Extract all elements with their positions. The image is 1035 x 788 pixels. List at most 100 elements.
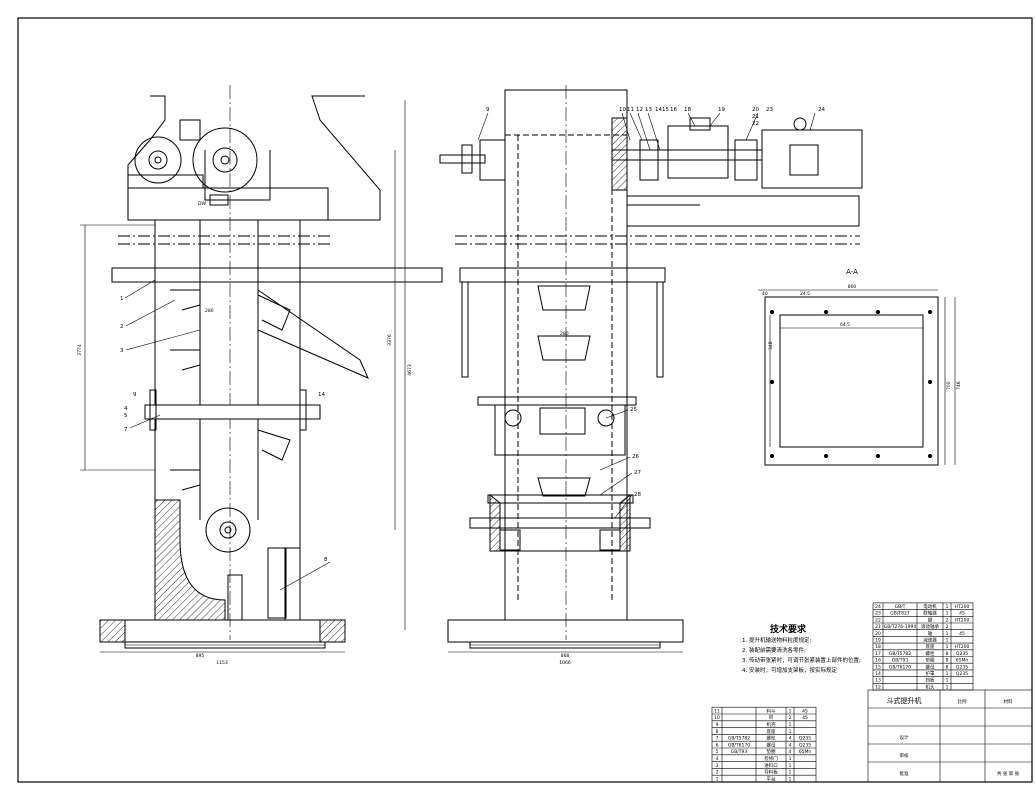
callout-side-14: 14 — [655, 107, 662, 113]
side-pitch-dim: 280 — [560, 331, 569, 337]
callout-front-7: 7 — [124, 427, 128, 433]
bom-left-row-6-col-2: 螺母 — [767, 741, 776, 748]
bom-left-row-9-col-2: 机壳 — [767, 721, 776, 728]
front-base-dim: 1153 — [216, 660, 228, 666]
callout-side-16: 16 — [670, 107, 677, 113]
section-title: A-A — [846, 268, 858, 276]
bom-left-row-7-col-4: Q235 — [799, 736, 811, 742]
front-view — [80, 85, 443, 653]
bom-right-row-14-col-4: Q235 — [956, 671, 968, 677]
section-offset-dim: 40 — [762, 291, 768, 297]
bom-left-row-3-col-2: 进料口 — [764, 762, 778, 769]
bom-left-row-11-col-3: 1 — [789, 708, 792, 714]
section-inner-width-dim: 64.5 — [840, 322, 850, 328]
front-height-dim-b: 3376 — [387, 334, 393, 346]
bom-right-row-17-col-1: GB/T5782 — [889, 651, 911, 657]
bom-right-row-16-col-4: 65Mn — [956, 658, 969, 664]
callout-side-22: 22 — [752, 121, 759, 127]
title-block — [867, 689, 1033, 783]
motor-plate-label: DW — [198, 201, 206, 207]
bom-left-row-8-col-2: 底座 — [767, 728, 776, 735]
bom-right-row-18-col-2: 底座 — [926, 643, 935, 650]
bom-right-row-14-col-0: 14 — [875, 671, 881, 677]
bom-left-row-11-col-4: 45 — [802, 708, 808, 714]
bom-left-row-5-col-3: 4 — [789, 749, 792, 755]
bom-left-row-10-col-3: 2 — [789, 715, 792, 721]
drawing-frame — [17, 17, 1033, 783]
section-a-a-labels: A-A 800 24.5 64.5 348 700 746 40 — [762, 268, 962, 390]
bom-left-row-6-col-0: 6 — [716, 742, 719, 748]
bom-left-row-1-col-3: 1 — [789, 776, 792, 782]
title-checker-label: 审核 — [900, 752, 909, 759]
bom-right-row-12-col-3: 1 — [946, 684, 949, 690]
bom-right-row-12-col-2: 机头 — [926, 683, 935, 690]
callout-side-21: 21 — [752, 114, 759, 120]
bom-right-row-23-col-4: 45 — [959, 611, 965, 617]
bom-left-row-7-col-0: 7 — [716, 736, 719, 742]
bom-right-row-21-col-3: 2 — [946, 624, 949, 630]
bom-right-row-18-col-4: HT200 — [955, 644, 970, 650]
tech-req-title: 技术要求 — [770, 623, 807, 635]
bom-left-row-4-col-0: 4 — [716, 756, 719, 762]
section-pitch-dim: 24.5 — [800, 291, 810, 297]
callout-front-2: 2 — [120, 324, 124, 330]
side-width-dim: 868 — [561, 653, 570, 659]
callout-front-9: 9 — [133, 392, 137, 398]
bom-right-row-23-col-2: 联轴器 — [923, 610, 937, 617]
bom-left-row-10-col-0: 10 — [714, 715, 720, 721]
callout-side-10: 10 — [619, 107, 626, 113]
section-a-a-view — [758, 289, 956, 466]
callout-front-3: 3 — [120, 348, 124, 354]
bom-left-row-10-col-2: 带 — [769, 715, 774, 721]
callout-side-24: 24 — [818, 107, 825, 113]
callout-side-27: 27 — [634, 470, 641, 476]
bom-right-row-22-col-2: 键 — [928, 616, 933, 623]
bom-right-row-21-col-2: 滚动轴承 — [921, 623, 939, 630]
bom-right-row-16-col-3: 8 — [946, 658, 949, 664]
callout-side-18: 18 — [684, 107, 691, 113]
bom-left-row-2-col-2: 导料板 — [764, 769, 778, 776]
bom-right-row-21-col-1: GB/T276-1994 — [884, 624, 917, 630]
bom-left-row-9-col-3: 1 — [789, 722, 792, 728]
bom-left-row-8-col-0: 8 — [716, 729, 719, 735]
tech-req-item-4: 4. 安装时，可增加支架板，按实际规定 — [742, 666, 837, 674]
bom-right-row-17-col-0: 17 — [875, 651, 881, 657]
title-designer-label: 设计 — [900, 734, 909, 741]
title-sheet-label: 共 张 第 张 — [997, 770, 1020, 777]
bom-right-row-15-col-3: 8 — [946, 664, 949, 670]
callout-front-1: 1 — [120, 296, 124, 302]
bom-right-row-17-col-2: 螺栓 — [926, 650, 935, 657]
bom-right-row-19-col-3: 1 — [946, 638, 949, 644]
technical-requirements: 技术要求 1. 提升机输送物料粒度规定; 2. 装配前需要清洗各零件; 3. 传… — [742, 623, 861, 674]
bom-left-row-7-col-2: 螺栓 — [767, 735, 776, 742]
bom-right-row-15-col-4: Q235 — [956, 664, 968, 670]
bom-left-row-7-col-1: GB/T5782 — [728, 736, 750, 742]
bom-left-row-5-col-2: 垫圈 — [767, 748, 776, 755]
bom-right-row-24-col-1: GB/T — [895, 604, 906, 610]
tech-req-item-2: 2. 装配前需要清洗各零件; — [742, 646, 806, 654]
bom-left-row-2-col-3: 1 — [789, 770, 792, 776]
bom-left-row-4-col-2: 检修门 — [764, 755, 778, 762]
bom-right-row-15-col-0: 15 — [875, 664, 881, 670]
callout-side-12: 12 — [636, 107, 643, 113]
callout-side-9: 9 — [486, 107, 490, 113]
bom-left-row-5-col-4: 65Mn — [799, 749, 812, 755]
front-height-dim-c: 4673 — [407, 364, 413, 376]
bom-right-row-18-col-3: 1 — [946, 644, 949, 650]
front-width-dim: 895 — [196, 653, 205, 659]
bom-left-row-6-col-4: Q235 — [799, 742, 811, 748]
section-height-dim-b: 746 — [956, 381, 962, 390]
bom-right-row-22-col-3: 2 — [946, 617, 949, 623]
callout-side-13: 13 — [645, 107, 652, 113]
bom-right-row-24-col-2: 电动机 — [923, 603, 937, 610]
bom-left-row-1-col-2: 平台 — [767, 775, 776, 782]
callout-side-15: 15 — [662, 107, 669, 113]
section-width-dim: 800 — [848, 284, 857, 290]
bom-right-row-19-col-0: 19 — [875, 638, 881, 644]
section-side-dim: 348 — [768, 341, 774, 350]
bom-left-row-8-col-3: 1 — [789, 729, 792, 735]
title-material-label: 材料 — [1004, 698, 1013, 705]
tech-req-item-3: 3. 传动带张紧时，可调节张紧装置上部件的位置; — [742, 656, 861, 664]
bom-right-row-24-col-4: HT200 — [955, 604, 970, 610]
callout-side-23: 23 — [766, 107, 773, 113]
